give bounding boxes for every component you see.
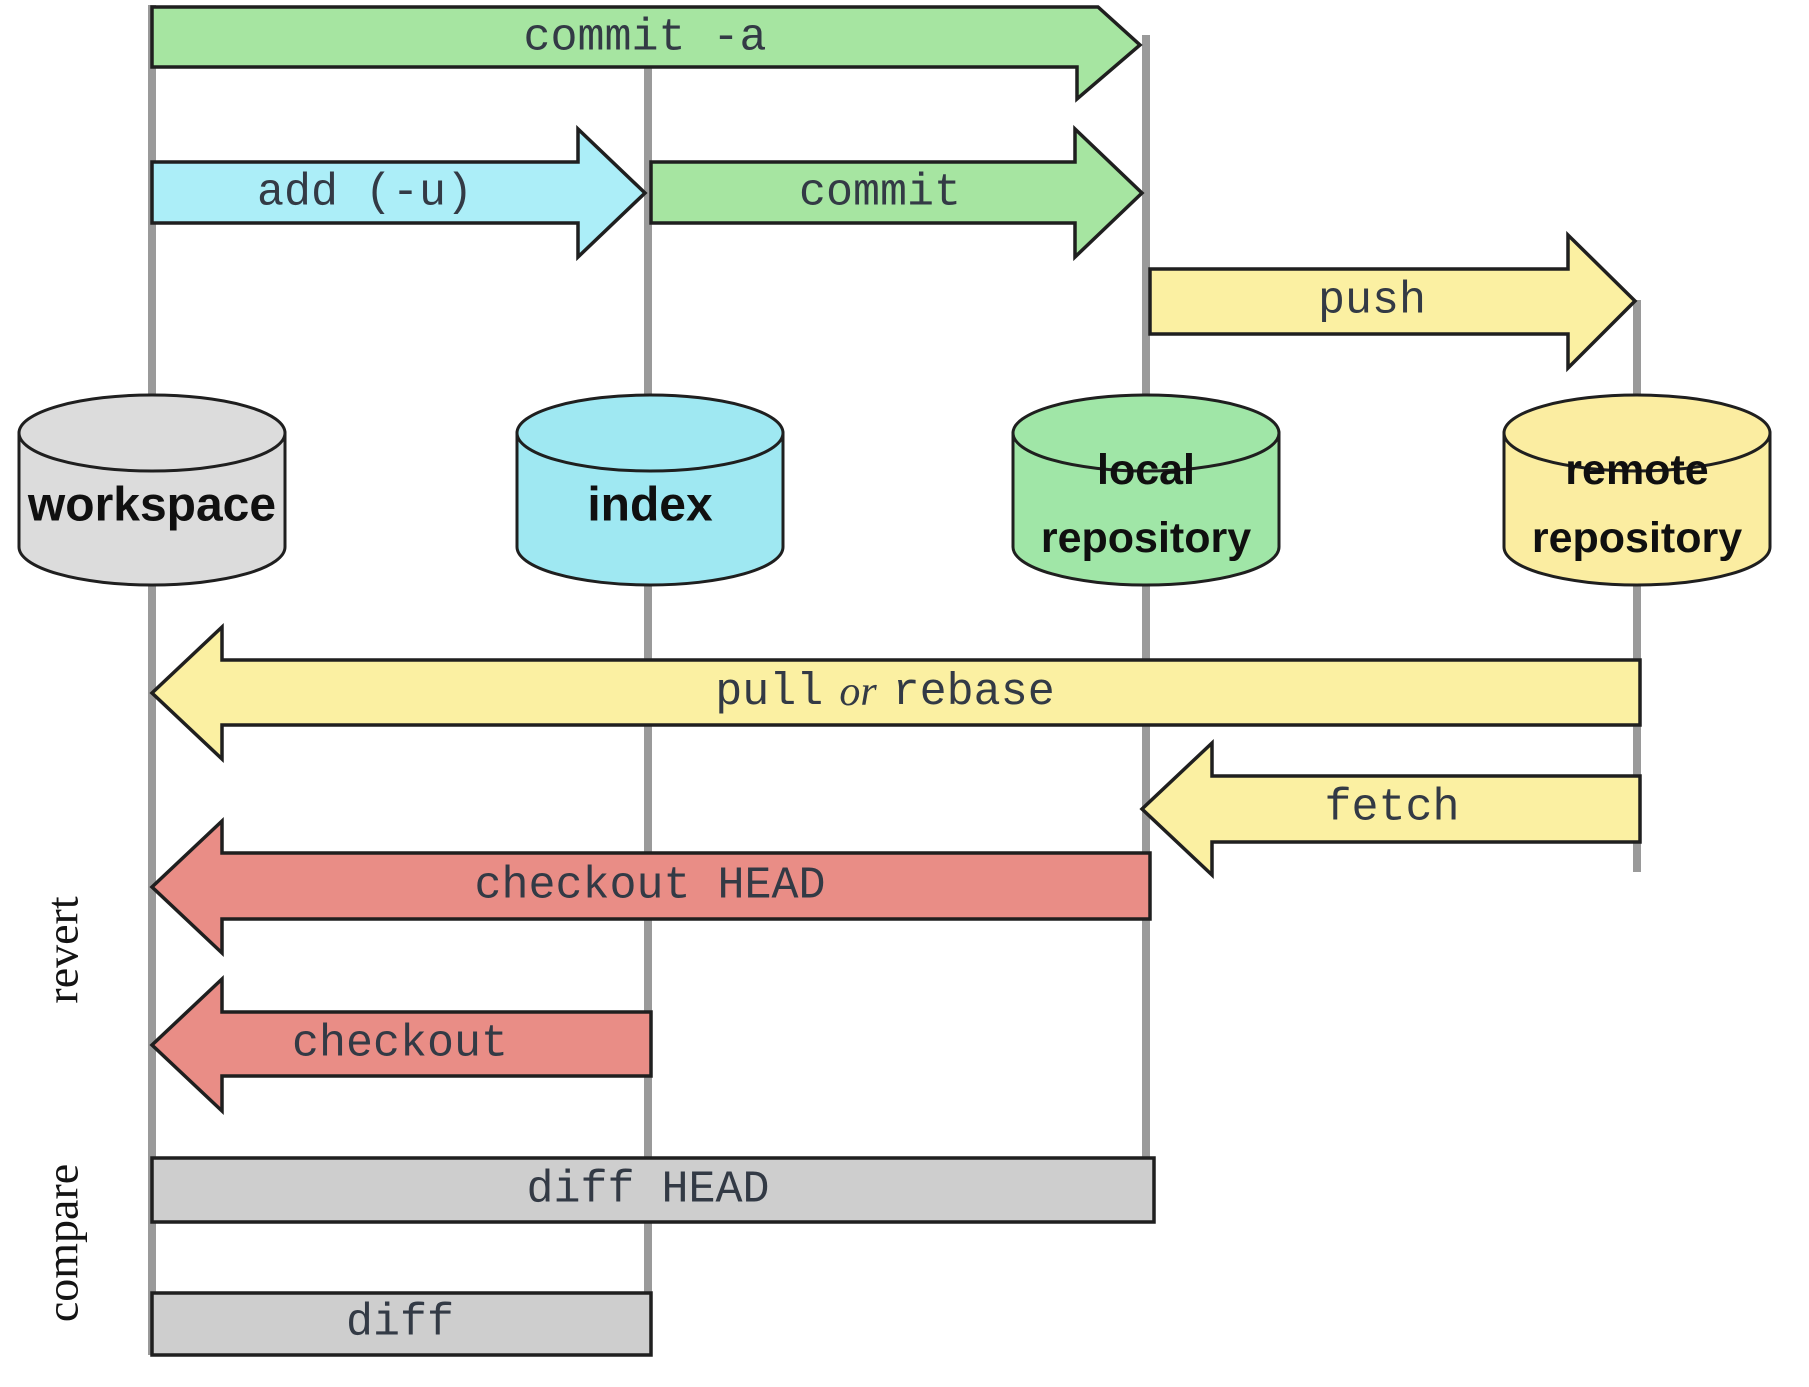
push-arrow-label: push	[1318, 276, 1426, 327]
node-local-repository: local repository	[1011, 393, 1281, 587]
local-repository-cylinder-top	[1011, 393, 1281, 473]
pull-or-rebase-arrow-shape	[149, 622, 1642, 764]
remote-repository-label-line2: repository	[1532, 514, 1742, 562]
arrow-commit: commit	[649, 124, 1145, 262]
side-label-compare: compare	[37, 1164, 88, 1322]
local-repository-label-line2: repository	[1041, 514, 1251, 562]
remote-repository-label-line1: remote	[1565, 446, 1708, 494]
arrow-fetch: fetch	[1139, 738, 1642, 880]
arrow-push: push	[1148, 230, 1638, 373]
diff-bar-shape	[150, 1291, 653, 1357]
commit-arrow-label: commit	[799, 168, 961, 219]
commit-arrow-shape	[649, 124, 1145, 262]
arrow-add: add (-u)	[150, 124, 648, 262]
bar-diff: diff	[150, 1291, 653, 1357]
local-repository-label-line1: local	[1097, 446, 1195, 494]
workspace-cylinder-top	[17, 393, 287, 473]
workspace-label: workspace	[27, 479, 276, 532]
push-arrow-shape	[1148, 230, 1638, 373]
checkout-arrow-shape	[149, 974, 653, 1116]
diff-bar-label: diff	[346, 1298, 454, 1349]
remote-repository-cylinder-icon	[1502, 431, 1772, 587]
local-repository-cylinder-icon	[1011, 431, 1281, 587]
node-workspace: workspace	[17, 393, 287, 587]
commit-a-arrow-shape	[150, 5, 1143, 103]
commit-a-arrow-label: commit -a	[523, 13, 766, 64]
remote-repository-cylinder-top	[1502, 393, 1772, 473]
bar-diff-head: diff HEAD	[150, 1156, 1156, 1224]
index-label: index	[587, 479, 713, 532]
checkout-head-arrow-label: checkout HEAD	[474, 861, 825, 912]
add-arrow-label: add (-u)	[257, 168, 473, 219]
checkout-head-arrow-shape	[149, 816, 1152, 958]
diff-head-bar-shape	[150, 1156, 1156, 1224]
arrow-commit-a: commit -a	[150, 5, 1143, 103]
node-index: index	[515, 393, 785, 587]
index-cylinder-top	[515, 393, 785, 473]
side-label-revert: revert	[37, 896, 88, 1003]
node-remote-repository: remote repository	[1502, 393, 1772, 587]
diff-head-bar-label: diff HEAD	[526, 1165, 769, 1216]
index-cylinder-icon	[515, 431, 785, 587]
arrow-checkout: checkout	[149, 974, 653, 1116]
fetch-arrow-label: fetch	[1324, 783, 1459, 834]
workspace-cylinder-icon	[17, 431, 287, 587]
arrow-checkout-head: checkout HEAD	[149, 816, 1152, 958]
fetch-arrow-shape	[1139, 738, 1642, 880]
add-arrow-shape	[150, 124, 648, 262]
checkout-arrow-label: checkout	[292, 1019, 508, 1070]
